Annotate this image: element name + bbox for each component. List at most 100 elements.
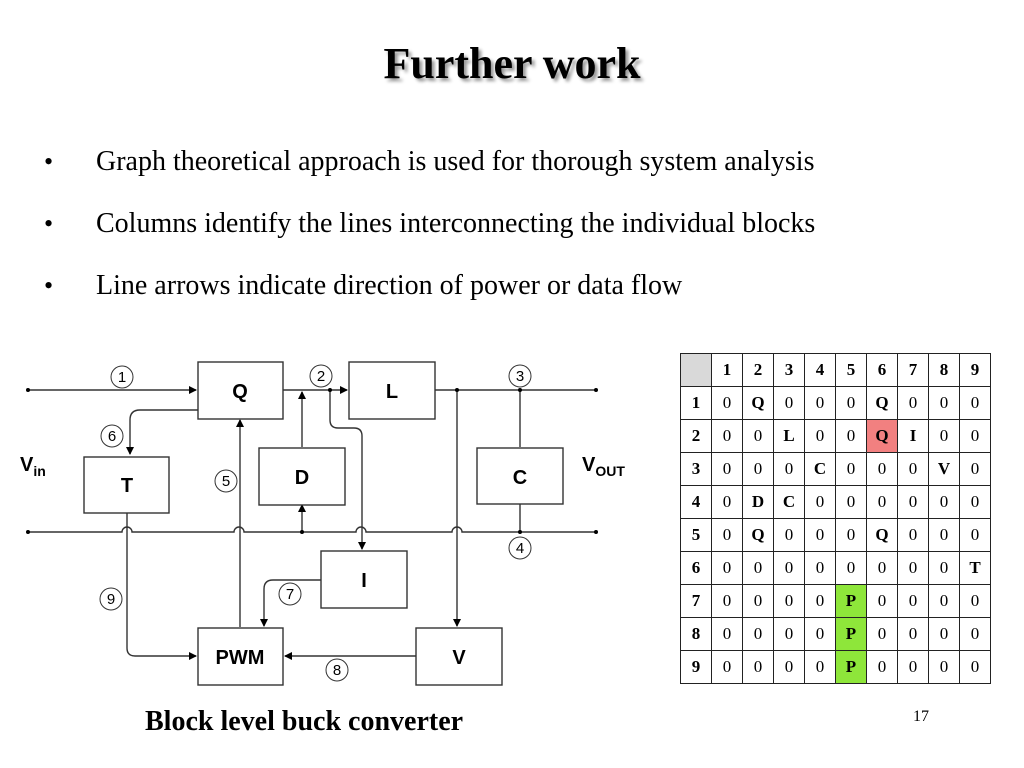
block-i bbox=[320, 550, 408, 609]
matrix-row-header: 9 bbox=[680, 650, 712, 684]
matrix-cell: 0 bbox=[928, 386, 960, 420]
matrix-cell: 0 bbox=[959, 518, 991, 552]
matrix-column-header: 3 bbox=[773, 353, 805, 387]
block-d-label: D bbox=[295, 467, 309, 489]
matrix-cell: 0 bbox=[959, 386, 991, 420]
matrix-cell: 0 bbox=[959, 419, 991, 453]
matrix-cell: 0 bbox=[835, 419, 867, 453]
matrix-cell: Q bbox=[742, 518, 774, 552]
line-number-6: 6 bbox=[108, 428, 116, 445]
matrix-cell: 0 bbox=[711, 419, 743, 453]
matrix-cell: 0 bbox=[866, 485, 898, 519]
matrix-cell: 0 bbox=[866, 584, 898, 618]
matrix-cell: 0 bbox=[835, 452, 867, 486]
slide-title: Further work bbox=[383, 39, 641, 88]
matrix-cell: 0 bbox=[804, 518, 836, 552]
vin-subscript: in bbox=[33, 463, 45, 479]
block-i-label: I bbox=[361, 570, 367, 592]
matrix-row-header: 7 bbox=[680, 584, 712, 618]
block-d bbox=[258, 447, 346, 506]
matrix-column-header: 4 bbox=[804, 353, 836, 387]
block-c bbox=[476, 447, 564, 505]
matrix-column-header: 1 bbox=[711, 353, 743, 387]
matrix-cell: 0 bbox=[711, 452, 743, 486]
block-q-label: Q bbox=[232, 381, 248, 403]
bullet-marker: • bbox=[44, 209, 54, 238]
block-v bbox=[415, 627, 503, 686]
matrix-cell: 0 bbox=[835, 551, 867, 585]
bullet-marker: • bbox=[44, 271, 54, 300]
matrix-cell: I bbox=[897, 419, 929, 453]
line-number-5: 5 bbox=[222, 473, 230, 490]
line-number-2: 2 bbox=[317, 368, 325, 385]
matrix-cell: 0 bbox=[804, 386, 836, 420]
matrix-column-header: 6 bbox=[866, 353, 898, 387]
matrix-cell: 0 bbox=[742, 617, 774, 651]
block-q bbox=[197, 361, 284, 420]
matrix-cell: 0 bbox=[773, 584, 805, 618]
matrix-cell: 0 bbox=[959, 617, 991, 651]
svg-text:VOUT: VOUT bbox=[582, 454, 625, 479]
matrix-column-header: 9 bbox=[959, 353, 991, 387]
matrix-cell: 0 bbox=[835, 386, 867, 420]
matrix-cell: C bbox=[773, 485, 805, 519]
matrix-row-header: 4 bbox=[680, 485, 712, 519]
matrix-cell: 0 bbox=[804, 485, 836, 519]
matrix-cell: 0 bbox=[928, 419, 960, 453]
matrix-row-header: 1 bbox=[680, 386, 712, 420]
line-4 bbox=[28, 526, 596, 533]
matrix-cell: 0 bbox=[897, 584, 929, 618]
svg-text:Vin: Vin bbox=[20, 454, 46, 479]
matrix-column-header: 8 bbox=[928, 353, 960, 387]
bullet-text: Graph theoretical approach is used for t… bbox=[96, 146, 815, 177]
line-9 bbox=[126, 513, 197, 660]
matrix-cell: 0 bbox=[773, 452, 805, 486]
vout-label: V bbox=[582, 454, 596, 476]
matrix-cell: Q bbox=[866, 386, 898, 420]
matrix-cell: 0 bbox=[928, 518, 960, 552]
matrix-cell: P bbox=[835, 617, 867, 651]
matrix-cell: L bbox=[773, 419, 805, 453]
matrix-cell: 0 bbox=[711, 485, 743, 519]
matrix-cell: Q bbox=[742, 386, 774, 420]
matrix-cell: 0 bbox=[897, 386, 929, 420]
line-6 bbox=[126, 409, 198, 455]
block-t-label: T bbox=[121, 475, 133, 497]
page-number: 17 bbox=[913, 708, 929, 725]
matrix-cell: P bbox=[835, 584, 867, 618]
line-7 bbox=[260, 579, 321, 627]
matrix-cell: 0 bbox=[804, 650, 836, 684]
line-number-7: 7 bbox=[286, 586, 294, 603]
line-number-8: 8 bbox=[333, 662, 341, 679]
matrix-row-header: 6 bbox=[680, 551, 712, 585]
line-number-1: 1 bbox=[118, 369, 126, 386]
matrix-column-header: 7 bbox=[897, 353, 929, 387]
matrix-row-header: 2 bbox=[680, 419, 712, 453]
matrix-cell: 0 bbox=[866, 650, 898, 684]
matrix-cell: 0 bbox=[897, 551, 929, 585]
matrix-cell: 0 bbox=[897, 452, 929, 486]
matrix-cell: 0 bbox=[804, 551, 836, 585]
line-number-3: 3 bbox=[516, 368, 524, 385]
matrix-row-header: 8 bbox=[680, 617, 712, 651]
matrix-column-header: 2 bbox=[742, 353, 774, 387]
matrix-cell: 0 bbox=[773, 551, 805, 585]
matrix-cell: 0 bbox=[773, 518, 805, 552]
matrix-row-header: 3 bbox=[680, 452, 712, 486]
matrix-cell: 0 bbox=[835, 518, 867, 552]
matrix-cell: 0 bbox=[928, 584, 960, 618]
matrix-cell: 0 bbox=[804, 617, 836, 651]
block-c-label: C bbox=[513, 467, 527, 489]
matrix-cell: 0 bbox=[866, 617, 898, 651]
block-t bbox=[83, 456, 170, 514]
vout-subscript: OUT bbox=[595, 463, 625, 479]
